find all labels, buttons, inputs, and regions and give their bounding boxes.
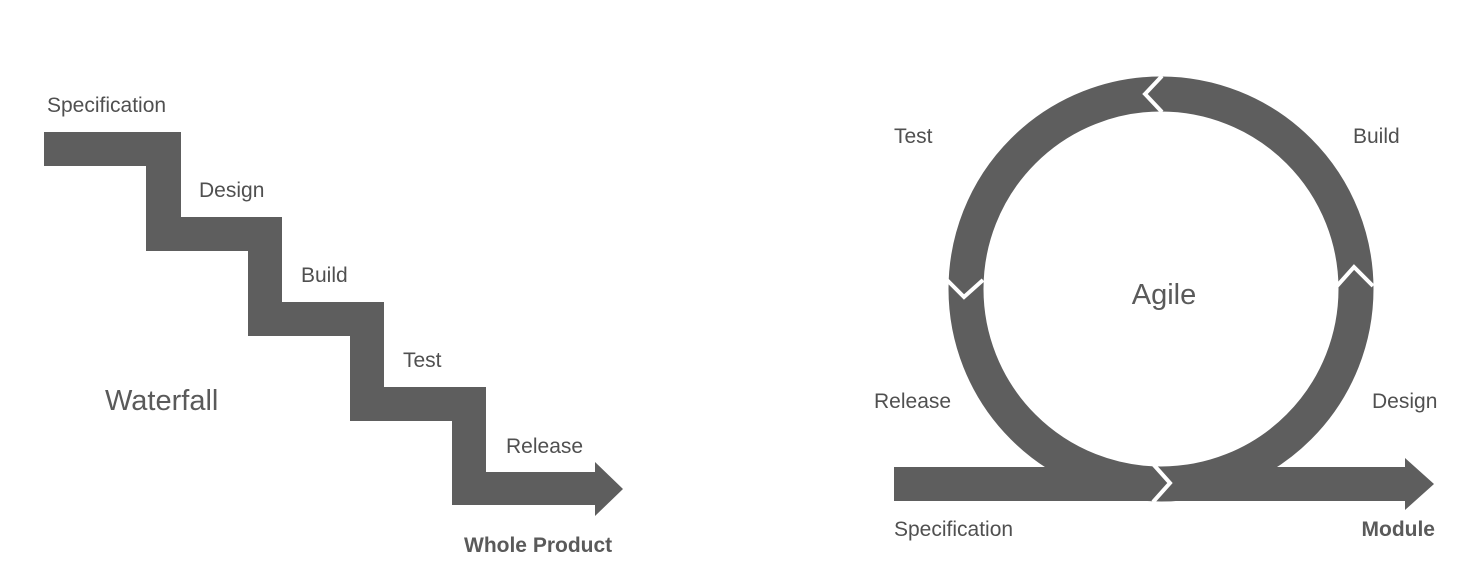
agile-flow-arrow — [894, 458, 1434, 510]
waterfall-step-release: Release — [506, 435, 583, 458]
agile-phase-design: Design — [1372, 390, 1437, 413]
waterfall-step-build: Build — [301, 264, 348, 287]
waterfall-title: Waterfall — [105, 385, 218, 417]
agile-start-specification: Specification — [894, 518, 1013, 541]
agile-phase-test: Test — [894, 125, 933, 148]
agile-outcome: Module — [1362, 518, 1436, 541]
waterfall-step-specification: Specification — [47, 94, 166, 117]
waterfall-step-test: Test — [403, 349, 442, 372]
agile-phase-build: Build — [1353, 125, 1400, 148]
waterfall-diagram: Specification Design Build Test Release … — [44, 94, 623, 557]
waterfall-outcome: Whole Product — [464, 534, 612, 557]
agile-diagram: Agile Test Build Release Design Specific… — [874, 74, 1437, 541]
agile-chevron-top — [1142, 74, 1164, 114]
agile-phase-release: Release — [874, 390, 951, 413]
agile-chevron-right — [1335, 264, 1375, 288]
agile-title: Agile — [1132, 279, 1197, 311]
waterfall-step-design: Design — [199, 179, 264, 202]
agile-chevron-bottom — [1151, 462, 1173, 504]
waterfall-staircase-arrow — [44, 132, 623, 516]
agile-chevron-left — [945, 278, 985, 300]
